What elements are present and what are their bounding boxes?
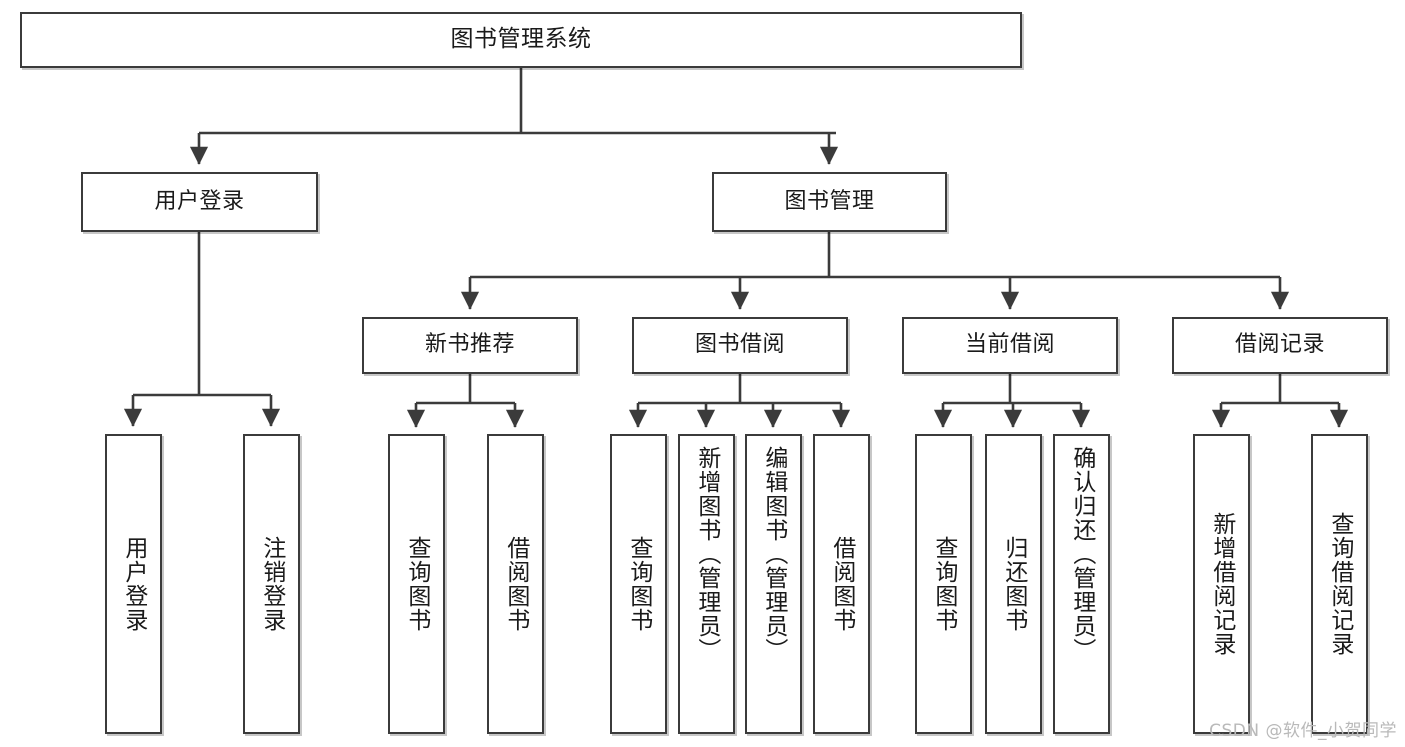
node-label: 用户登录 [120,536,147,632]
node-label: 借阅图书 [502,536,529,632]
node-leaf-return-book[interactable]: 归还图书 [985,434,1042,734]
node-leaf-query-books-recommend[interactable]: 查询图书 [388,434,445,734]
node-label: 查询借阅记录 [1326,512,1353,656]
node-label: 新增图书（管理员） [693,446,720,662]
node-label: 新书推荐 [424,332,515,358]
node-root-book-management-system[interactable]: 图书管理系统 [20,12,1022,68]
node-label: 查询图书 [930,536,957,632]
node-label: 图书管理 [784,188,875,214]
node-book-borrowing[interactable]: 图书借阅 [632,317,848,374]
node-leaf-edit-book-admin[interactable]: 编辑图书（管理员） [745,434,802,734]
node-label: 查询图书 [625,536,652,632]
node-label: 新增借阅记录 [1208,512,1235,656]
node-leaf-query-borrow-record[interactable]: 查询借阅记录 [1311,434,1368,734]
node-label: 注销登录 [258,536,285,632]
watermark-text: CSDN @软件_小贺同学 [1209,721,1397,741]
node-label: 确认归还（管理员） [1068,446,1095,662]
node-label: 编辑图书（管理员） [760,446,787,662]
node-label: 查询图书 [403,536,430,632]
node-leaf-query-books-current[interactable]: 查询图书 [915,434,972,734]
node-leaf-logout[interactable]: 注销登录 [243,434,300,734]
node-borrowing-record[interactable]: 借阅记录 [1172,317,1388,374]
node-user-login[interactable]: 用户登录 [81,172,318,232]
node-book-management[interactable]: 图书管理 [712,172,947,232]
node-label: 图书管理系统 [450,26,592,53]
node-leaf-borrow-books-recommend[interactable]: 借阅图书 [487,434,544,734]
node-leaf-user-login[interactable]: 用户登录 [105,434,162,734]
node-label: 用户登录 [154,188,245,214]
node-label: 图书借阅 [694,332,785,358]
node-label: 当前借阅 [964,332,1055,358]
node-leaf-add-book-admin[interactable]: 新增图书（管理员） [678,434,735,734]
node-current-borrowing[interactable]: 当前借阅 [902,317,1118,374]
node-leaf-confirm-return-admin[interactable]: 确认归还（管理员） [1053,434,1110,734]
node-label: 借阅图书 [828,536,855,632]
node-leaf-query-books-borrow[interactable]: 查询图书 [610,434,667,734]
node-new-book-recommendation[interactable]: 新书推荐 [362,317,578,374]
node-label: 借阅记录 [1234,332,1325,358]
node-leaf-borrow-books-borrow[interactable]: 借阅图书 [813,434,870,734]
node-leaf-add-borrow-record[interactable]: 新增借阅记录 [1193,434,1250,734]
node-label: 归还图书 [1000,536,1027,632]
